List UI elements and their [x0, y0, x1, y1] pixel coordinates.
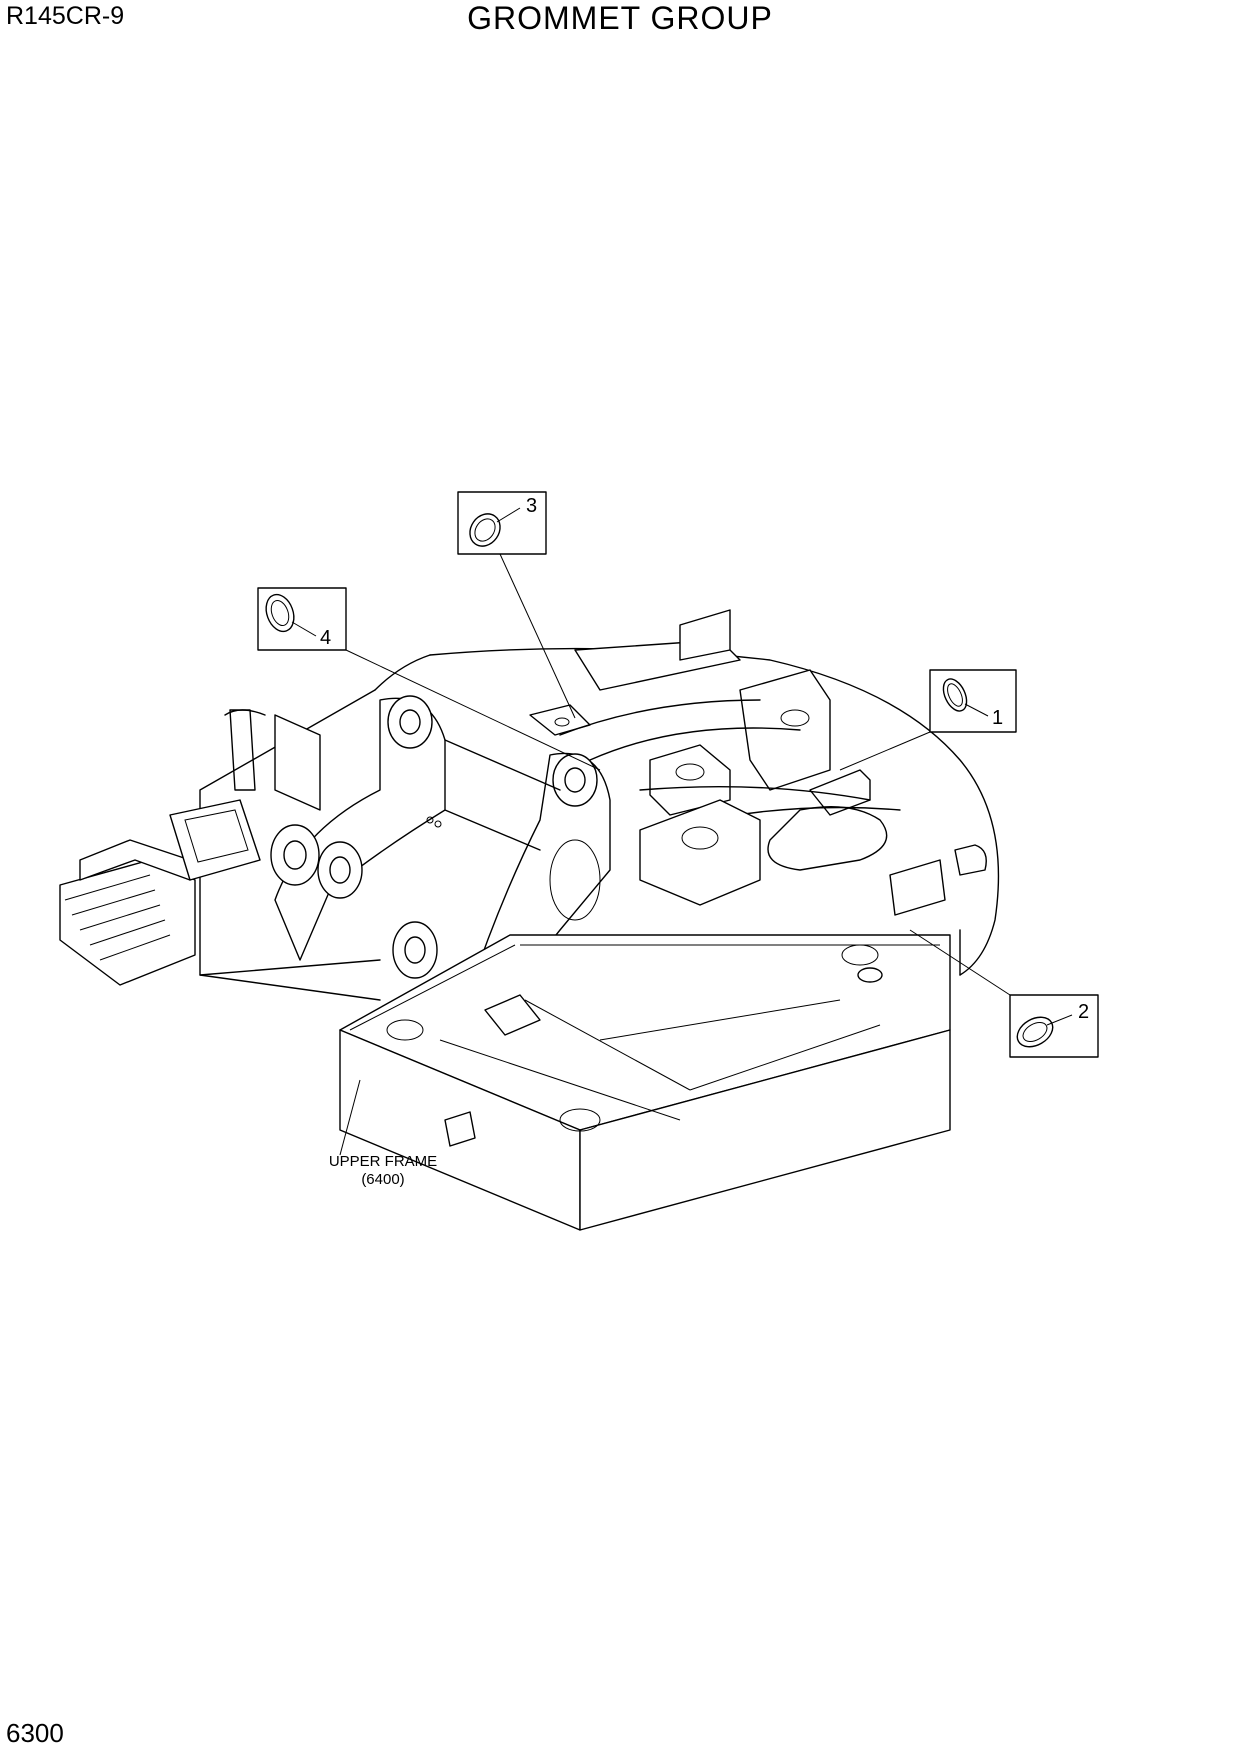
callout-2[interactable]: 2: [909, 929, 1099, 1058]
callout-4[interactable]: 4: [257, 587, 601, 771]
callout-3[interactable]: 3: [457, 491, 576, 719]
callout-number-3: 3: [526, 495, 537, 517]
callout-number-1: 1: [992, 707, 1003, 729]
upper-frame-label: UPPER FRAME (6400): [329, 1079, 437, 1188]
frame-label-code: (6400): [361, 1171, 404, 1188]
page-title: GROMMET GROUP: [467, 0, 773, 36]
page-number: 6300: [6, 1718, 64, 1748]
callout-1[interactable]: 1: [839, 669, 1017, 771]
callout-number-4: 4: [320, 627, 331, 649]
frame-label-name: UPPER FRAME: [329, 1153, 437, 1170]
model-code: R145CR-9: [6, 2, 125, 30]
upper-frame-drawing: [59, 609, 1000, 1231]
callout-number-2: 2: [1078, 1001, 1089, 1023]
